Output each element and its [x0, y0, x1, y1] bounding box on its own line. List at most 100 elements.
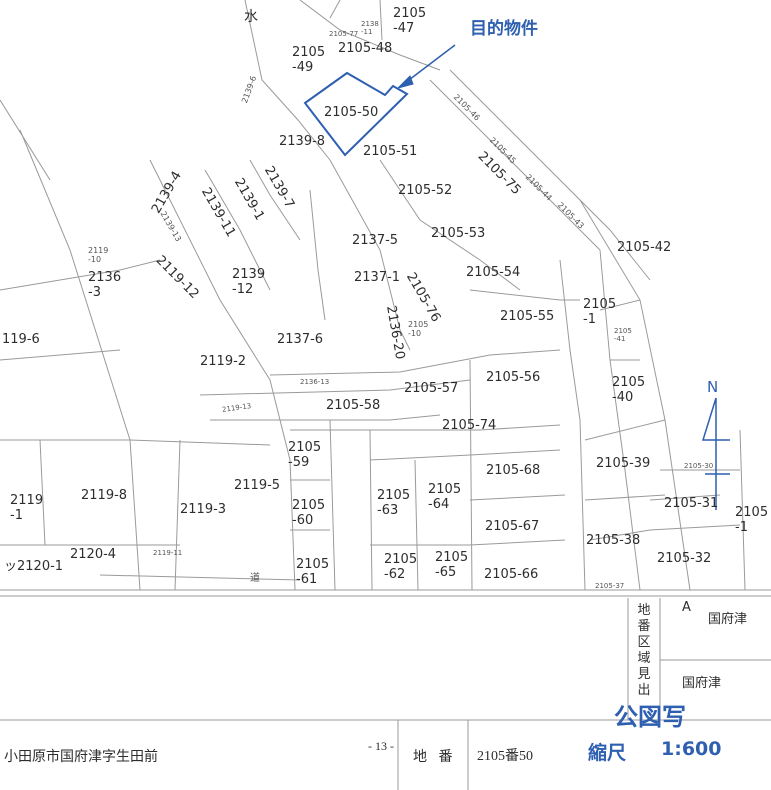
parcel-boundary: [249, 159, 301, 241]
parcel-boundary: [429, 79, 601, 251]
parcel-boundary: [599, 299, 641, 311]
parcel-boundary: [559, 259, 586, 591]
parcel-label: 2105 -49: [292, 45, 326, 75]
parcel-label: 2105 -40: [612, 375, 646, 405]
parcel-label: 2119 -1: [10, 493, 44, 523]
parcel-boundary: [584, 419, 666, 441]
parcel-boundary: [174, 439, 181, 591]
parcel-boundary: [204, 169, 271, 291]
parcel-boundary: [379, 159, 521, 291]
parcel-label: 2105 -41: [614, 327, 632, 343]
chiban-kuiki-title: 地番区域見出: [637, 602, 651, 697]
parcel-label: 2105-57: [404, 381, 459, 396]
parcel-label: 2119-3: [180, 502, 227, 517]
parcel-label: 2119-11: [153, 549, 183, 557]
parcel-label: 2105 -63: [377, 488, 411, 518]
parcel-boundary: [0, 99, 51, 181]
parcel-boundary: [369, 429, 373, 591]
parcel-boundary: [414, 459, 419, 591]
parcel-boundary: [469, 494, 566, 501]
area-name-2: 国府津: [682, 676, 722, 691]
chiban-value: 2105番50: [477, 749, 533, 764]
parcel-label: 2105-38: [586, 533, 641, 548]
parcel-boundary: [269, 349, 561, 376]
parcel-label: 2105-53: [431, 226, 486, 241]
parcel-boundary: [649, 494, 721, 501]
parcel-label: 2105-42: [617, 240, 672, 255]
parcel-label: 2119-5: [234, 478, 281, 493]
parcel-boundary: [449, 69, 651, 281]
area-a-marker: A: [682, 600, 691, 615]
parcel-boundary: [379, 0, 383, 41]
parcel-label: 2137-6: [277, 332, 324, 347]
parcel-label: 2105 -1: [735, 505, 769, 535]
parcel-label: 2137-5: [352, 233, 399, 248]
parcel-label: 2105-58: [326, 398, 381, 413]
parcel-boundary: [299, 0, 441, 71]
parcel-boundary: [210, 414, 441, 421]
parcel-label: 2136-13: [300, 378, 330, 386]
parcel-label: 2105 -60: [292, 498, 326, 528]
parcel-label: 2119-8: [81, 488, 128, 503]
parcel-label: 2105-56: [486, 370, 541, 385]
parcel-boundary: [599, 249, 641, 591]
parcel-label: 2119 -10: [88, 246, 109, 264]
parcel-boundary: [0, 259, 161, 291]
parcel-label: 2105-77: [329, 30, 359, 38]
parcel-label: 2105-48: [338, 41, 393, 56]
parcel-boundary: [584, 494, 666, 501]
parcel-boundary: [369, 449, 561, 461]
parcel-label: 2105-37: [595, 582, 625, 590]
parcel-label: 2105-31: [664, 496, 719, 511]
parcel-label: 2105-39: [596, 456, 651, 471]
parcel-label: 2105-68: [486, 463, 541, 478]
parcel-boundary: [99, 574, 301, 581]
parcel-boundary: [199, 379, 471, 396]
parcel-label: 2105-66: [484, 567, 539, 582]
parcel-label: 2105-52: [398, 183, 453, 198]
parcel-label: 2120-4: [70, 547, 117, 562]
parcel-boundary: [329, 0, 341, 19]
parcel-boundary: [0, 349, 121, 361]
parcel-boundary: [329, 419, 336, 591]
parcel-label: 2105-32: [657, 551, 712, 566]
road-symbol: 道: [250, 573, 260, 584]
parcel-label: 2105 -47: [393, 6, 427, 36]
parcel-label: 2105-55: [500, 309, 555, 324]
target-arrow-shaft: [404, 44, 456, 84]
parcel-label: 2105-54: [466, 265, 521, 280]
parcel-label: 2105-51: [363, 144, 418, 159]
target-parcel-outline: [303, 71, 409, 157]
parcel-label: 2105 -61: [296, 557, 330, 587]
water-symbol: 水: [244, 9, 258, 25]
parcel-boundary: [579, 199, 691, 591]
target-property-label: 目的物件: [470, 19, 538, 39]
parcel-boundary: [739, 429, 746, 591]
parcel-label: 119-6: [2, 332, 40, 347]
parcel-boundary: [469, 359, 473, 591]
target-parcel-number: 2105-50: [324, 105, 379, 120]
parcel-boundary: [309, 189, 326, 321]
parcel-label: 2105 -62: [384, 552, 418, 582]
parcel-boundary: [19, 129, 141, 591]
parcel-boundary: [649, 524, 741, 531]
parcel-label: 2139-8: [279, 134, 326, 149]
parcel-label: 2139 -12: [232, 267, 266, 297]
parcel-label: 2105-74: [442, 418, 497, 433]
area-a-name: 国府津: [708, 612, 748, 627]
parcel-boundary: [39, 439, 46, 546]
north-label: N: [707, 378, 719, 396]
parcel-label: 2105 -65: [435, 550, 469, 580]
page-number: - 13 -: [368, 739, 394, 753]
parcel-label: 2105 -64: [428, 482, 462, 512]
location-text: 小田原市国府津字生田前: [4, 750, 158, 765]
scale-label: 縮尺: [588, 742, 627, 764]
parcel-label: ッ2120-1: [4, 559, 64, 574]
parcel-label: 2138 -11: [361, 20, 379, 36]
parcel-boundary: [469, 289, 580, 301]
parcel-label: 2105 -10: [408, 320, 429, 338]
parcel-label: 2119-2: [200, 354, 247, 369]
scale-value: 1:600: [661, 738, 722, 760]
parcel-label: 2105-30: [684, 462, 714, 470]
